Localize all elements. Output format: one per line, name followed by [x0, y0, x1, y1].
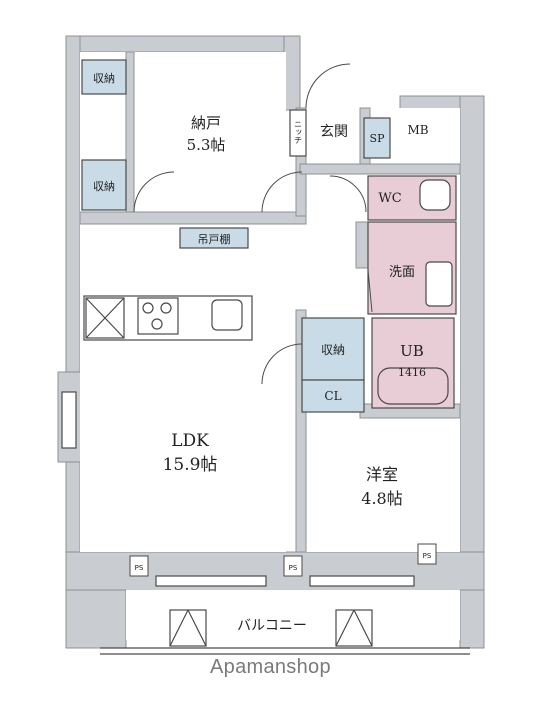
windows — [61, 391, 415, 587]
storage-room-size: 5.3帖 — [187, 136, 226, 154]
window-ldk — [155, 575, 267, 587]
wall-top-left — [65, 35, 297, 53]
niche-block — [289, 109, 307, 157]
washbasin — [425, 261, 453, 307]
wall-hall — [355, 221, 369, 269]
western-room-size: 4.8帖 — [361, 489, 402, 508]
shuno-2-label: 収納 — [93, 180, 115, 193]
sink — [211, 299, 243, 331]
door-wc — [329, 175, 367, 213]
wc-label: WC — [378, 191, 401, 206]
wet-areas — [367, 175, 457, 409]
door-storage — [133, 171, 175, 213]
western-room-name: 洋室 — [366, 465, 398, 484]
wall-entry — [283, 35, 301, 111]
niche-label: ニッチ — [294, 120, 303, 144]
shuno-2-block — [81, 159, 127, 211]
shuno-3-label: 収納 — [321, 343, 345, 357]
wall-balcony-right — [459, 589, 485, 649]
bathtub — [377, 367, 449, 405]
storage-room-name: 納戸 — [191, 114, 221, 132]
balcony-label: バルコニー — [237, 618, 307, 634]
closet-label: CL — [324, 389, 341, 403]
wall-entry-left — [295, 107, 307, 217]
sp-label: SP — [370, 132, 386, 145]
wall-balcony-left — [65, 589, 127, 649]
mb-label: MB — [407, 123, 428, 137]
bath-name: UB — [400, 342, 424, 360]
wall-right — [459, 95, 485, 593]
window-western — [309, 575, 415, 587]
watermark: Apamanshop — [210, 656, 331, 678]
ps-label-1: PS — [135, 564, 144, 572]
ps-label-2: PS — [289, 564, 298, 572]
shuno-1-label: 収納 — [93, 72, 115, 85]
door-storage-2 — [261, 171, 303, 213]
washroom-label: 洗面 — [389, 265, 415, 280]
hanging-cabinet-label: 吊戸棚 — [198, 232, 231, 246]
ldk-size: 15.9帖 — [163, 455, 218, 475]
doors — [133, 63, 373, 385]
sp-block — [363, 117, 391, 159]
window-left — [61, 391, 77, 449]
ps-boxes — [129, 543, 437, 577]
shuno-3-block — [301, 317, 365, 381]
hanging-cabinet-block — [179, 227, 249, 249]
storage-blocks — [81, 59, 391, 413]
wall-ldk-right — [295, 309, 307, 553]
wall-left — [65, 35, 81, 627]
door-washroom — [367, 269, 373, 313]
closet-block — [301, 379, 365, 413]
wall-storage-left — [125, 51, 135, 213]
bath-size: 1416 — [398, 366, 426, 379]
wall-wc-top — [299, 163, 461, 175]
entrance-label: 玄関 — [320, 123, 348, 140]
wall-storage-bottom — [79, 211, 307, 225]
balcony — [100, 609, 470, 655]
door-entrance — [305, 63, 351, 109]
door-shuno — [261, 343, 303, 385]
ps-label-3: PS — [423, 552, 432, 560]
toilet — [419, 179, 451, 211]
ldk-name: LDK — [171, 431, 209, 451]
kitchen — [83, 295, 253, 341]
shuno-1-block — [81, 59, 127, 95]
